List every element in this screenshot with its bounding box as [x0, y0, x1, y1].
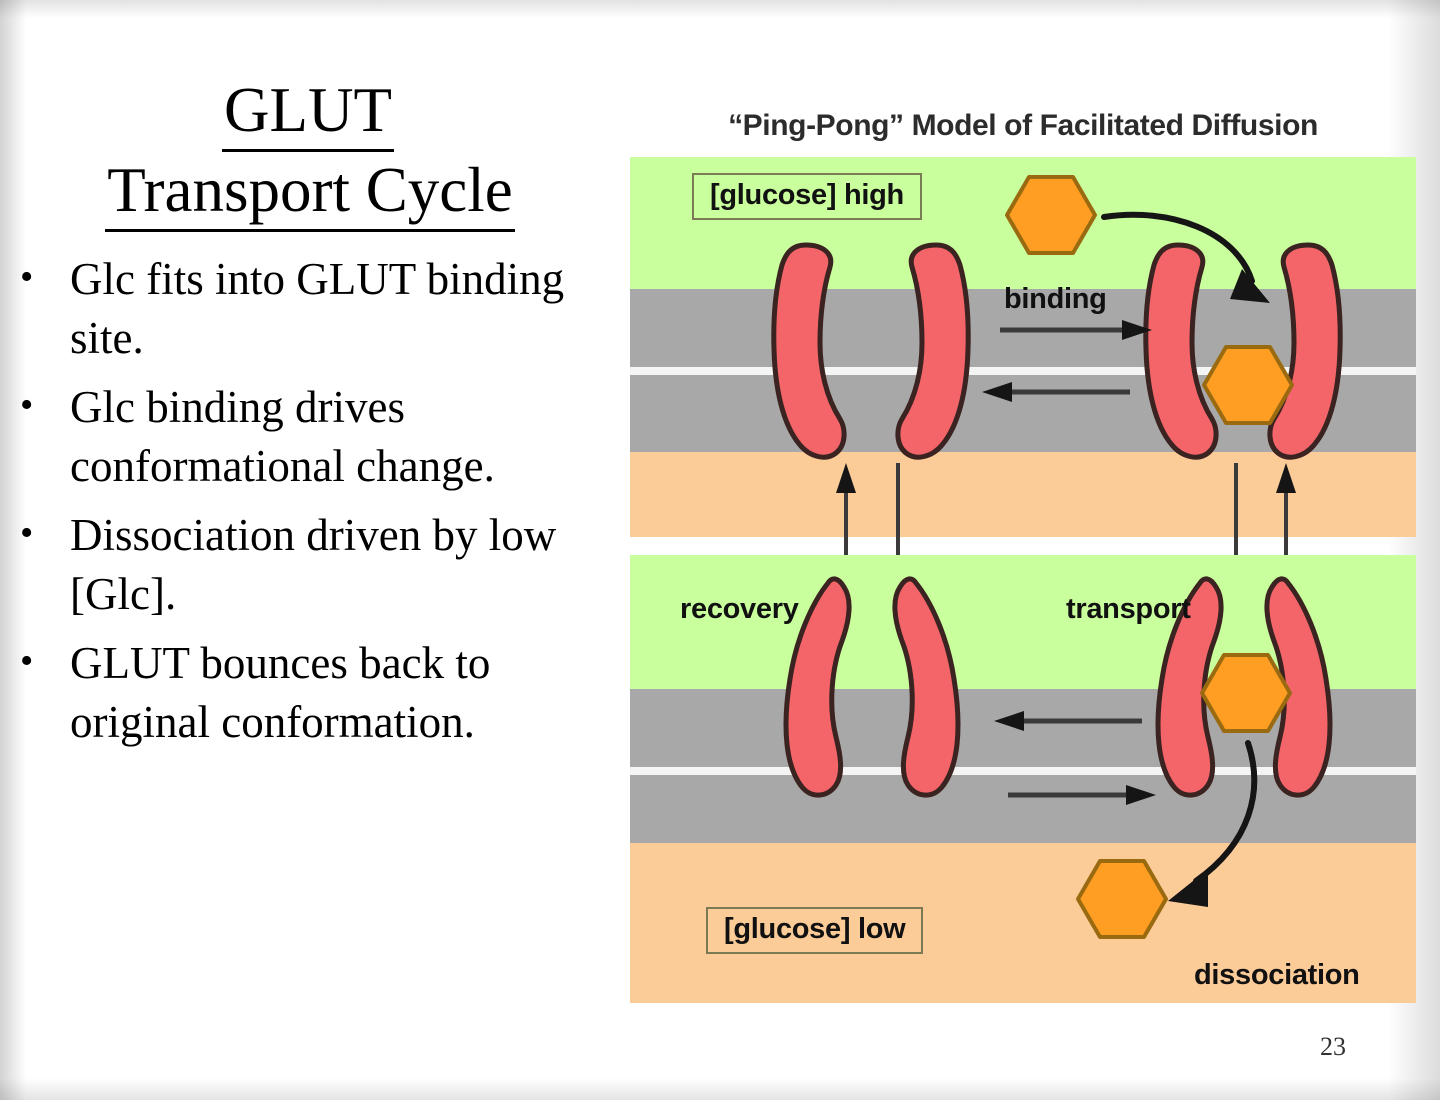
glucose-molecule-bound-outward: [1202, 345, 1294, 425]
transport-label: transport: [1066, 593, 1191, 625]
slide-text-column: GLUT Transport Cycle Glc fits into GLUT …: [0, 72, 620, 1072]
transporter-open-inward-bound: [1155, 576, 1333, 798]
list-item: Glc binding drives conformational change…: [12, 376, 610, 496]
cycle-labels: recovery transport: [630, 475, 1416, 625]
page-title-line1: GLUT: [222, 72, 394, 152]
diagram-caption: “Ping-Pong” Model of Facilitated Diffusi…: [728, 109, 1318, 142]
ping-pong-diagram: “Ping-Pong” Model of Facilitated Diffusi…: [630, 95, 1416, 1055]
membrane-midline-top: [630, 367, 1416, 375]
glucose-molecule-cytoplasmic: [1076, 859, 1168, 939]
list-item: GLUT bounces back to original conformati…: [12, 632, 610, 752]
inward-arrow-reverse: [994, 711, 1142, 731]
diagram-panel-top: [glucose] high binding: [630, 157, 1416, 537]
diagram-shapes-bottom: [783, 576, 1333, 939]
dissociation-label: dissociation: [1194, 959, 1360, 991]
recovery-label: recovery: [680, 593, 799, 625]
page-number: 23: [1320, 1032, 1346, 1061]
transporter-open-outward-empty: [771, 242, 971, 460]
list-item: Dissociation driven by low [Glc].: [12, 504, 610, 624]
diagram-panel-bottom: [glucose] low dissociation: [630, 555, 1416, 1003]
glucose-high-label: [glucose] high: [692, 173, 922, 220]
binding-label: binding: [1004, 283, 1107, 315]
page-title-line2: Transport Cycle: [105, 152, 515, 232]
glucose-molecule-bound-inward: [1200, 653, 1292, 733]
list-item: Glc fits into GLUT binding site.: [12, 248, 610, 368]
binding-arrow-reverse: [982, 382, 1130, 402]
dissociation-arrow-curve: [1168, 740, 1258, 907]
inward-arrow-forward: [1008, 785, 1156, 805]
bullet-list: Glc fits into GLUT binding site. Glc bin…: [0, 248, 620, 752]
page-title: GLUT Transport Cycle: [0, 72, 620, 232]
diagram-shapes-top: [771, 175, 1343, 460]
glucose-low-label: [glucose] low: [706, 907, 924, 954]
cytoplasm-band-bottom: [630, 843, 1416, 1003]
membrane-midline-bottom: [630, 767, 1416, 775]
binding-arrow-forward: [1000, 320, 1152, 340]
glucose-molecule-extracellular: [1005, 175, 1097, 255]
binding-arrow-curve: [1101, 211, 1270, 303]
transporter-open-inward-empty: [783, 576, 961, 798]
